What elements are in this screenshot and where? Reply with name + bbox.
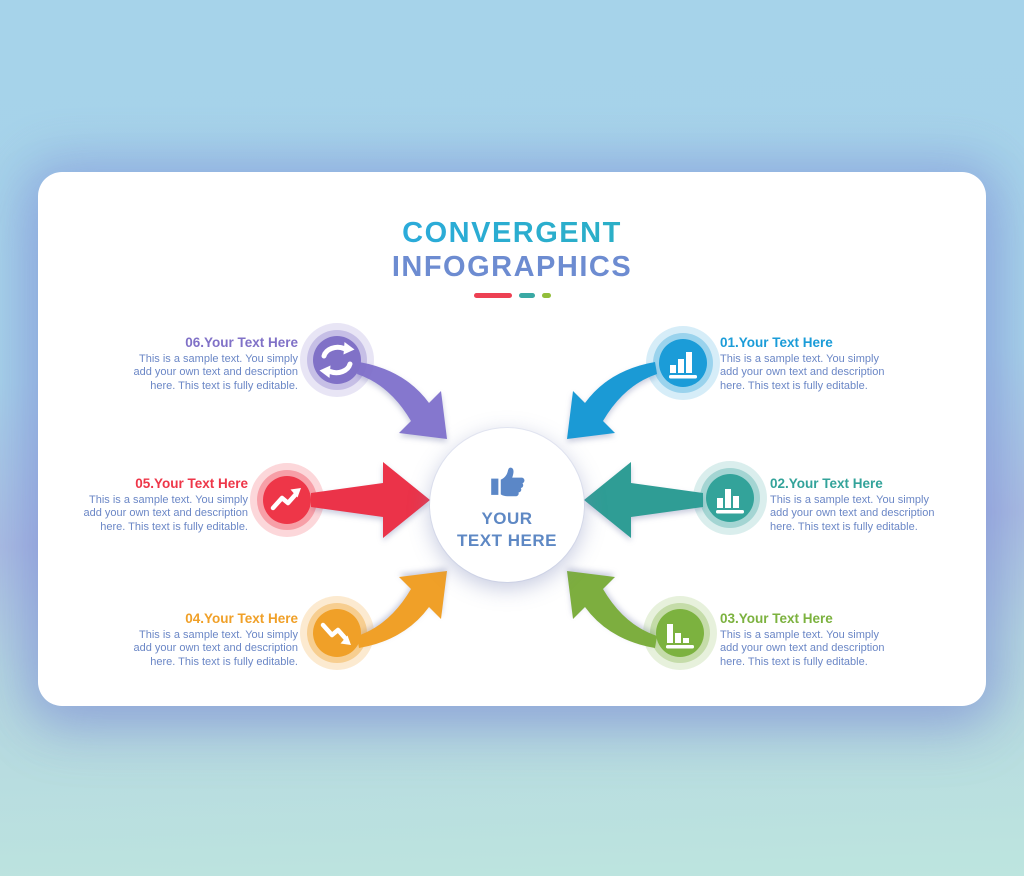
item-02-body: This is a sample text. You simply add yo… (770, 494, 935, 533)
item-04: 04.Your Text Here This is a sample text.… (106, 611, 299, 669)
arrow-item-05 (311, 462, 430, 538)
item-03-title: 03.Your Text Here (720, 611, 833, 626)
divider-dash-red (473, 293, 512, 298)
divider-dash-green (541, 293, 551, 298)
item-05-body: This is a sample text. You simply add yo… (83, 494, 249, 533)
refresh-icon (300, 323, 374, 397)
item-04-title: 04.Your Text Here (185, 611, 298, 626)
title-divider (38, 293, 986, 298)
descending-bar-chart-icon (643, 596, 717, 670)
arrow-item-01 (567, 362, 657, 439)
slide-title-line1: CONVERGENT (38, 216, 986, 250)
slide-title-line2: INFOGRAPHICS (391, 251, 633, 283)
divider-dash-teal (518, 293, 535, 298)
item-02: 02.Your Text Here This is a sample text.… (770, 476, 962, 534)
item-01: 01.Your Text Here This is a sample text.… (720, 335, 912, 393)
center-circle: YOUR TEXT HERE (430, 428, 584, 582)
column-chart-icon (693, 461, 767, 535)
slide-header: CONVERGENT INFOGRAPHICS (38, 216, 986, 298)
item-06: 06.Your Text Here This is a sample text.… (106, 335, 299, 393)
item-06-body: This is a sample text. You simply add yo… (133, 353, 299, 392)
arrow-item-06 (357, 362, 447, 439)
trend-down-icon (300, 596, 374, 670)
item-02-title: 02.Your Text Here (770, 476, 883, 491)
item-05-title: 05.Your Text Here (135, 476, 248, 491)
item-03-body: This is a sample text. You simply add yo… (720, 629, 885, 668)
item-04-body: This is a sample text. You simply add yo… (133, 629, 299, 668)
arrow-item-04 (357, 571, 447, 648)
center-label: YOUR TEXT HERE (457, 509, 557, 550)
arrow-item-03 (567, 571, 657, 648)
ascending-bar-chart-icon (646, 326, 720, 400)
arrow-item-02 (584, 462, 703, 538)
item-01-title: 01.Your Text Here (720, 335, 833, 350)
thumbs-up-icon (491, 467, 525, 497)
item-05: 05.Your Text Here This is a sample text.… (56, 476, 249, 534)
item-03: 03.Your Text Here This is a sample text.… (720, 611, 912, 669)
converging-arrows (311, 362, 703, 648)
item-06-title: 06.Your Text Here (185, 335, 298, 350)
trend-up-icon (250, 463, 324, 537)
slide-card: CONVERGENT INFOGRAPHICS (38, 172, 986, 706)
item-01-body: This is a sample text. You simply add yo… (720, 353, 885, 392)
